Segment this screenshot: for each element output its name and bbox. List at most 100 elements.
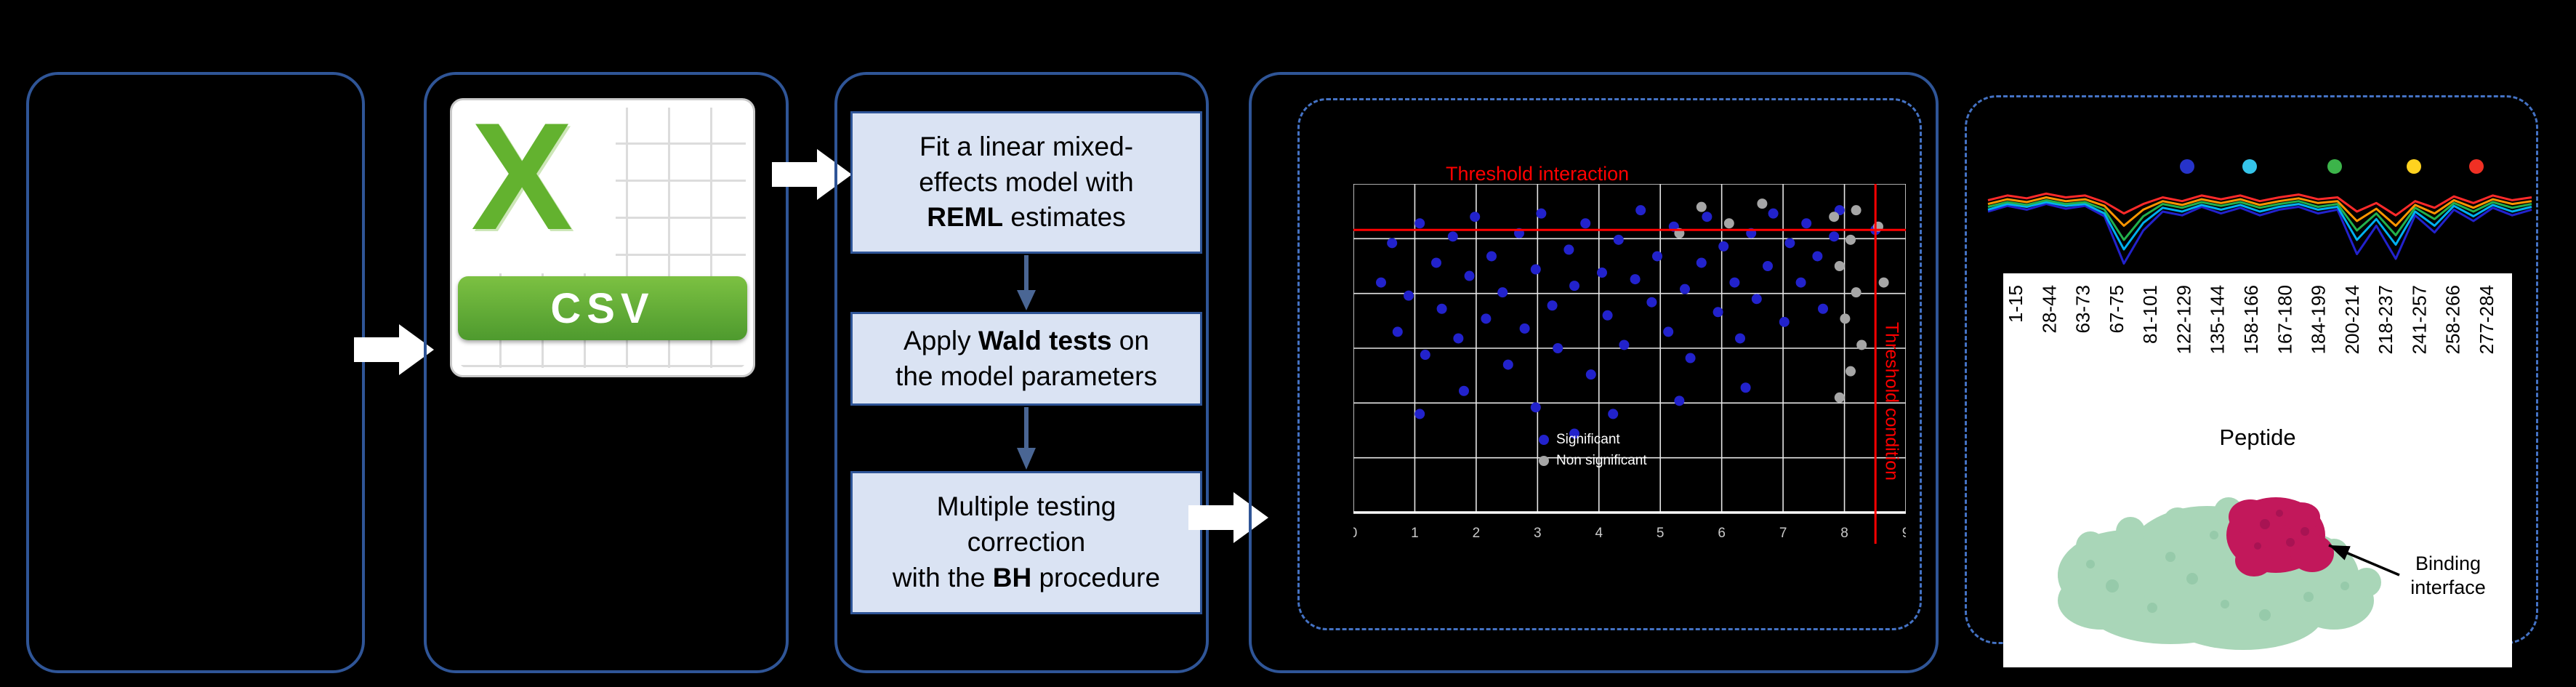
peptide-axis-label: 1-15 <box>2005 285 2026 323</box>
scatter-point-nonsignificant <box>1757 198 1768 209</box>
scatter-point-significant <box>1404 290 1414 301</box>
scatter-point-nonsignificant <box>1840 313 1851 324</box>
scatter-point-significant <box>1602 310 1613 321</box>
scatter-point-significant <box>1569 428 1579 439</box>
binding-interface-label: Binding <box>2415 553 2481 574</box>
csv-x-background <box>459 108 616 273</box>
scatter-point-significant <box>1663 326 1674 337</box>
binding-site-texture <box>2254 542 2261 550</box>
protein-texture <box>2210 531 2218 539</box>
scatter-point-significant <box>1453 333 1464 344</box>
x-tick-label: 5 <box>1657 526 1665 541</box>
protein-texture <box>2340 582 2349 590</box>
step-text-line: correction <box>967 527 1086 558</box>
step-text-line: Fit a linear mixed- <box>919 131 1134 161</box>
threshold-interaction-label: Threshold interaction <box>1446 163 1630 185</box>
legend-label: Significant <box>1556 432 1620 447</box>
scatter-point-significant <box>1585 369 1596 380</box>
scatter-point-nonsignificant <box>1851 287 1861 298</box>
profile-line-red <box>1987 192 2532 217</box>
peptide-axis-label: 63-73 <box>2072 285 2094 334</box>
scatter-point-significant <box>1486 251 1497 262</box>
profile-line-blue <box>1987 203 2532 265</box>
protein-texture <box>2106 579 2119 592</box>
threshold-condition-label: Threshold condition <box>1881 321 1902 481</box>
step-text-line: REML estimates <box>927 202 1126 233</box>
scatter-point-significant <box>1740 382 1751 393</box>
flow-arrow-down-icon <box>1017 255 1036 310</box>
flow-arrow-down-icon <box>1017 407 1036 470</box>
condition-dot-icon <box>2327 159 2342 174</box>
scatter-point-significant <box>1536 208 1547 219</box>
scatter-point-significant <box>1530 402 1541 413</box>
panel-scatter-result: 0123456789 Threshold interaction Thresho… <box>1249 72 1939 673</box>
scatter-point-significant <box>1547 300 1558 311</box>
scatter-point-significant <box>1597 268 1607 278</box>
scatter-point-significant <box>1763 261 1773 271</box>
scatter-point-significant <box>1414 409 1425 419</box>
peptide-axis-label: 81-101 <box>2139 285 2161 344</box>
scatter-point-nonsignificant <box>1856 340 1867 350</box>
scatter-point-nonsignificant <box>1851 205 1861 216</box>
flow-arrow-right-icon <box>1188 492 1268 543</box>
scatter-point-significant <box>1718 241 1729 252</box>
scatter-point-significant <box>1613 234 1624 245</box>
x-tick-label: 2 <box>1473 526 1481 541</box>
binding-interface-arrow-icon <box>2328 544 2400 576</box>
scatter-point-significant <box>1580 218 1591 229</box>
scatter-point-significant <box>1563 244 1574 255</box>
peptide-axis-label: 218-237 <box>2375 285 2396 354</box>
flow-arrow-right-icon <box>354 324 434 375</box>
peptide-axis-label: 184-199 <box>2308 285 2330 354</box>
x-tick-label: 9 <box>1902 526 1906 541</box>
binding-site-texture <box>2301 527 2309 536</box>
condition-dot-icon <box>2469 159 2484 174</box>
step-text-line: effects model with <box>919 166 1134 197</box>
scatter-point-nonsignificant <box>1878 277 1889 288</box>
scatter-point-significant <box>1420 350 1430 361</box>
step-text-line: Apply Wald tests on <box>903 325 1149 355</box>
scatter-point-significant <box>1646 297 1657 308</box>
peptide-axis-label: 122-129 <box>2173 285 2194 354</box>
scatter-point-significant <box>1619 340 1630 350</box>
protein-body <box>2163 580 2323 650</box>
binding-site-texture <box>2260 519 2270 529</box>
scatter-point-nonsignificant <box>1834 261 1845 271</box>
binding-interface-label: interface <box>2410 576 2486 598</box>
peptide-axis-label: 135-144 <box>2207 285 2229 354</box>
scatter-point-significant <box>1630 274 1641 285</box>
x-tick-label: 3 <box>1534 526 1542 541</box>
scatter-point-nonsignificant <box>1846 366 1856 377</box>
scatter-point-significant <box>1519 323 1530 334</box>
binding-site <box>2235 545 2273 576</box>
step-text-line: the model parameters <box>895 361 1157 391</box>
panel-csv-file: X CSV <box>424 72 789 673</box>
legend-dot-icon <box>1539 456 1549 466</box>
legend-dot-icon <box>1539 435 1549 445</box>
condition-dot-icon <box>2242 159 2257 174</box>
binding-site-texture <box>2276 510 2283 517</box>
peptide-axis-label: 67-75 <box>2106 285 2128 334</box>
csv-banner-label: CSV <box>550 284 655 332</box>
protein-texture <box>2086 560 2095 569</box>
peptide-axis-label: 241-257 <box>2408 285 2430 354</box>
scatter-point-significant <box>1652 251 1662 262</box>
protein-texture <box>2221 600 2229 608</box>
x-tick-label: 4 <box>1595 526 1603 541</box>
scatter-point-significant <box>1674 395 1685 406</box>
scatter-point-significant <box>1685 353 1696 363</box>
protein-body <box>2116 517 2145 546</box>
scatter-point-significant <box>1702 212 1712 222</box>
scatter-point-significant <box>1431 257 1441 268</box>
protein-texture <box>2303 592 2314 602</box>
scatter-point-significant <box>1414 218 1425 229</box>
scatter-point-significant <box>1712 307 1723 318</box>
scatter-point-nonsignificant <box>1834 392 1845 403</box>
csv-banner: CSV <box>458 276 747 340</box>
scatter-point-significant <box>1608 409 1619 419</box>
scatter-point-significant <box>1795 277 1806 288</box>
